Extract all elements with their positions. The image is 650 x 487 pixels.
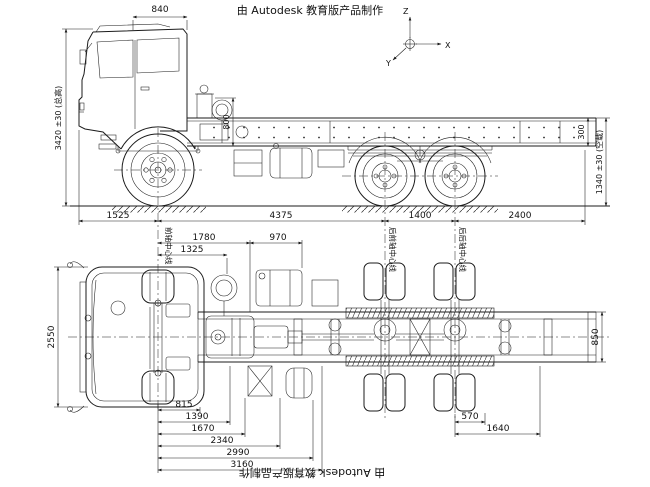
axle-labels: 前轴中心线 后前轴中心线 后后轴中心线 (164, 227, 468, 272)
cab-plan (67, 261, 205, 413)
dim-2340: 2340 (211, 436, 234, 446)
dim-800: 800 (222, 114, 231, 129)
suspension-side (115, 136, 493, 164)
dim-frame-height: 1340 ±30 (空载) (594, 130, 604, 195)
autodesk-banner-top: 由 Autodesk 教育版产品制作 (237, 3, 383, 17)
axles-plan (149, 299, 495, 377)
autodesk-banner-bottom: 由 Autodesk 教育版产品制作 (239, 466, 385, 480)
dim-2400: 2400 (509, 211, 532, 221)
side-dimensions: 840 800 3420 ±30 (总高) 300 1340 ±30 (空载) … (53, 5, 610, 225)
dim-1780: 1780 (193, 233, 216, 243)
dim-815: 815 (175, 400, 192, 410)
rear-front-axle-centerline-label: 后前轴中心线 (388, 227, 398, 272)
ground-line (70, 205, 610, 213)
dim-300: 300 (577, 124, 586, 139)
frame-side (187, 117, 597, 147)
dim-1400: 1400 (409, 211, 432, 221)
dim-2550: 2550 (47, 325, 57, 348)
front-axle-centerline-label: 前轴中心线 (164, 227, 174, 265)
dim-1390: 1390 (186, 412, 209, 422)
dim-570: 570 (461, 412, 478, 422)
dim-1670: 1670 (192, 424, 215, 434)
rear-rear-axle-centerline-label: 后后轴中心线 (458, 227, 468, 272)
dim-4375: 4375 (270, 211, 293, 221)
side-view (70, 23, 610, 213)
wheels-plan (141, 262, 476, 412)
axis-y-label: Y (385, 59, 391, 68)
equipment-side (195, 84, 345, 179)
dim-overall-height: 3420 ±30 (总高) (53, 86, 63, 151)
dim-1525: 1525 (107, 211, 130, 221)
dim-2990: 2990 (227, 448, 250, 458)
driveline-plan (205, 269, 444, 399)
plan-dimensions: 1780 970 1325 2550 850 815 1390 1670 234… (47, 233, 606, 473)
axis-z-label: Z (403, 7, 409, 16)
axis-x-label: X (445, 41, 451, 50)
dim-970: 970 (269, 233, 286, 243)
ucs-axes-icon: Z X Y (385, 7, 451, 68)
dim-1325: 1325 (181, 245, 204, 255)
dim-3160: 3160 (231, 460, 254, 470)
dim-840: 840 (151, 5, 168, 15)
plan-view (67, 261, 597, 413)
cab-side (78, 23, 196, 150)
dim-850: 850 (591, 328, 601, 345)
dim-1640: 1640 (487, 424, 510, 434)
